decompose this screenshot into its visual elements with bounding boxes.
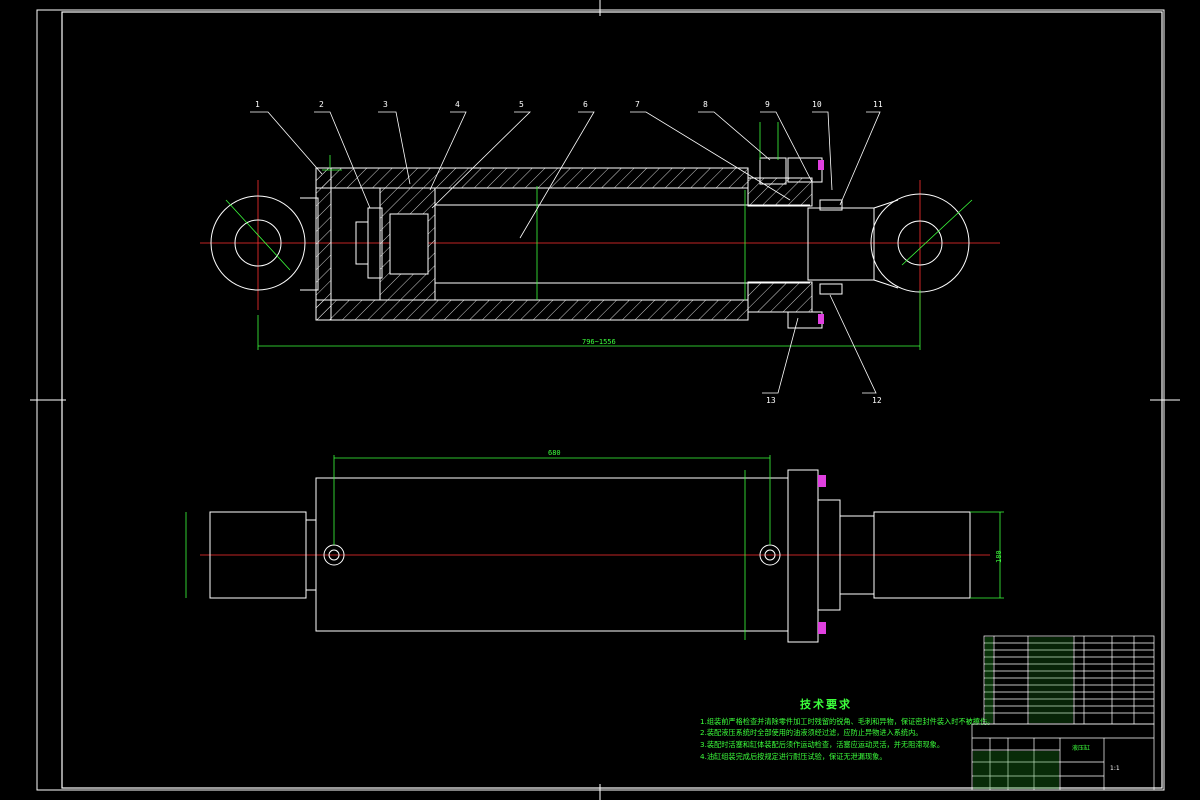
drawing-name: 液压缸 (1072, 744, 1090, 752)
balloon-7: 7 (635, 100, 640, 109)
stroke-dim: 680 (548, 449, 561, 457)
overall-length-dim: 796~1556 (582, 338, 616, 346)
sheet-border (30, 0, 1180, 800)
balloon-9: 9 (765, 100, 770, 109)
front-gland (747, 157, 843, 329)
title-block (971, 635, 1155, 791)
end-width-dim: 180 (995, 550, 1003, 563)
cylinder-body (315, 167, 749, 321)
note-3: 3.装配时活塞和缸体装配后须作运动检查，活塞应运动灵活，并无阻滞现象。 (700, 740, 944, 749)
balloon-leaders (250, 111, 881, 394)
drawing-scale: 1:1 (1110, 765, 1120, 772)
balloon-8: 8 (703, 100, 708, 109)
notes-title: 技术要求 (800, 697, 852, 711)
balloon-6: 6 (583, 100, 588, 109)
note-2: 2.装配液压系统时全部使用的油液须经过滤，应防止异物进入系统内。 (700, 728, 923, 737)
outline-view: 680 180 (185, 449, 1004, 643)
part-balloons: 1 2 3 4 5 6 7 8 9 10 11 12 13 (255, 100, 883, 405)
section-view: 796~1556 1 2 3 4 5 6 7 8 9 1 (200, 100, 1000, 405)
balloon-3: 3 (383, 100, 388, 109)
balloon-12: 12 (872, 396, 882, 405)
balloon-5: 5 (519, 100, 524, 109)
balloon-1: 1 (255, 100, 260, 109)
note-4: 4.油缸组装完成后按规定进行耐压试验，保证无泄漏现象。 (700, 752, 887, 761)
section-dimensions (225, 122, 973, 350)
balloon-13: 13 (766, 396, 776, 405)
balloon-2: 2 (319, 100, 324, 109)
technical-notes: 技术要求 1.组装前严格检查并清除零件加工时残留的锐角、毛刺和异物，保证密封件装… (700, 697, 994, 761)
note-1: 1.组装前严格检查并清除零件加工时残留的锐角、毛刺和异物，保证密封件装入时不被擦… (700, 717, 994, 726)
balloon-11: 11 (873, 100, 883, 109)
piston (355, 187, 436, 301)
balloon-10: 10 (812, 100, 822, 109)
title-block-fill: 液压缸 1:1 (973, 637, 1120, 789)
balloon-4: 4 (455, 100, 460, 109)
piston-rod (435, 204, 875, 284)
